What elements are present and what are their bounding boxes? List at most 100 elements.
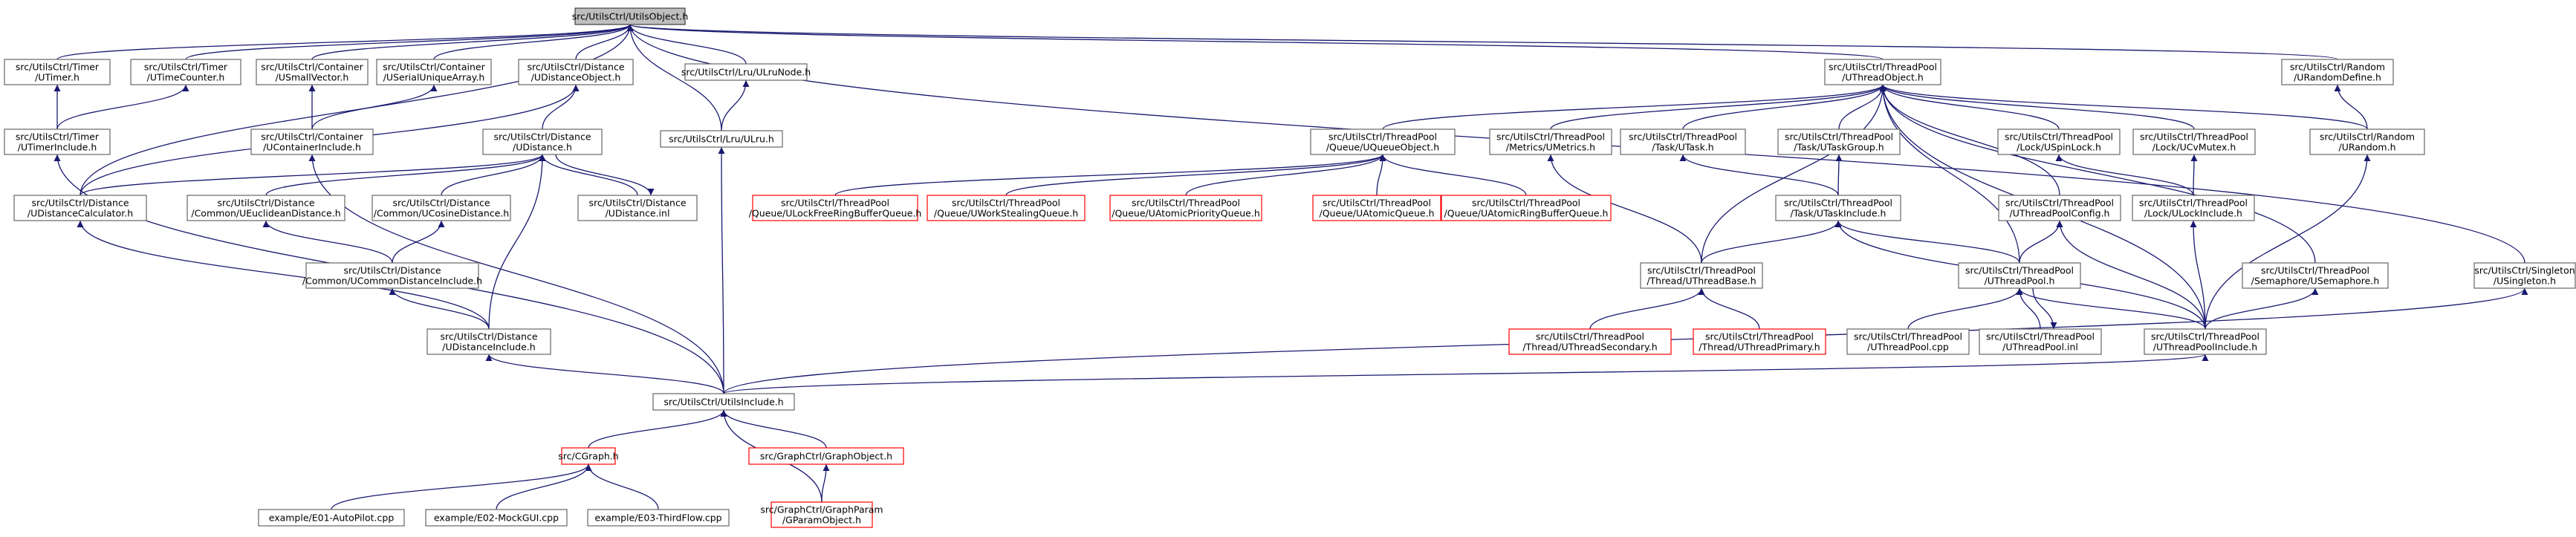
node-distobject[interactable]: src/UtilsCtrl/Distance/UDistanceObject.h [518, 59, 634, 85]
edge-threadpool-to-tpinl [2016, 287, 2041, 330]
node-graphparam-label-0: src/GraphCtrl/GraphParam [760, 504, 883, 515]
node-atomicring[interactable]: src/UtilsCtrl/ThreadPool/Queue/UAtomicRi… [1441, 195, 1612, 221]
node-threadpool-box [1958, 262, 2081, 289]
node-graphparam[interactable]: src/GraphCtrl/GraphParam/GParamObject.h [760, 501, 883, 528]
node-distinl-box [577, 195, 698, 221]
node-commondist[interactable]: src/UtilsCtrl/Distance/Common/UCommonDis… [302, 262, 482, 289]
edge-distinl-to-distance [555, 154, 655, 196]
node-cgraph[interactable]: src/CGraph.h [558, 447, 619, 465]
node-serialarray-box [376, 59, 492, 85]
node-queueobject[interactable]: src/UtilsCtrl/ThreadPool/Queue/UQueueObj… [1310, 128, 1456, 155]
node-lrunode[interactable]: src/UtilsCtrl/Lru/ULruNode.h [681, 63, 811, 81]
edge-tpobject-to-threadbase [1701, 84, 1886, 264]
node-taskinclude[interactable]: src/UtilsCtrl/ThreadPool/Task/UTaskInclu… [1775, 195, 1901, 221]
node-utilsinclude-box [652, 393, 795, 411]
node-distcalc-label-0: src/UtilsCtrl/Distance [31, 198, 129, 209]
node-atomicqueue-label-1: /Queue/UAtomicQueue.h [1320, 208, 1435, 219]
node-utilsinclude[interactable]: src/UtilsCtrl/UtilsInclude.h [652, 393, 795, 411]
node-tpconfig[interactable]: src/UtilsCtrl/ThreadPool/UThreadPoolConf… [1998, 195, 2121, 221]
edge-tpobject-to-tpconfig [1879, 84, 2060, 196]
node-queueobject-box [1310, 128, 1456, 155]
node-atomicqueue[interactable]: src/UtilsCtrl/ThreadPool/Queue/UAtomicQu… [1312, 195, 1441, 221]
node-task-label-0: src/UtilsCtrl/ThreadPool [1629, 131, 1737, 143]
node-atomicpriority[interactable]: src/UtilsCtrl/ThreadPool/Queue/UAtomicPr… [1109, 195, 1262, 221]
node-random[interactable]: src/UtilsCtrl/Random/URandom.h [2309, 128, 2425, 155]
edge-tpobject-to-threadpool [1879, 84, 2020, 264]
node-metrics[interactable]: src/UtilsCtrl/ThreadPool/Metrics/UMetric… [1489, 128, 1612, 155]
node-threadpool[interactable]: src/UtilsCtrl/ThreadPool/UThreadPool.h [1958, 262, 2081, 289]
node-workstealing[interactable]: src/UtilsCtrl/ThreadPool/Queue/UWorkStea… [927, 195, 1086, 221]
node-root[interactable]: src/UtilsCtrl/UtilsObject.h [572, 7, 689, 25]
node-distance[interactable]: src/UtilsCtrl/Distance/UDistance.h [482, 128, 603, 155]
node-threadprimary[interactable]: src/UtilsCtrl/ThreadPool/Thread/UThreadP… [1693, 328, 1826, 355]
edge-euclid-to-commondist [262, 220, 393, 264]
edge-task-to-taskinclude [1679, 154, 1839, 196]
node-distcalc-label-1: /UDistanceCalculator.h [27, 208, 133, 219]
node-cosine[interactable]: src/UtilsCtrl/Distance/Common/UCosineDis… [372, 195, 511, 221]
node-timerinclude-label-0: src/UtilsCtrl/Timer [16, 131, 100, 143]
node-tpobject[interactable]: src/UtilsCtrl/ThreadPool/UThreadObject.h [1824, 59, 1941, 85]
node-tpinclude-box [2144, 328, 2267, 355]
node-e03[interactable]: example/E03-ThirdFlow.cpp [587, 509, 730, 527]
node-e02[interactable]: example/E02-MockGUI.cpp [425, 509, 568, 527]
edge-distcalc-to-distinclude [77, 220, 490, 330]
edge-queueobject-to-workstealing [1005, 154, 1386, 196]
edge-distance-to-euclid [265, 154, 546, 196]
node-timer[interactable]: src/UtilsCtrl/Timer/UTimer.h [4, 59, 111, 85]
edge-graphobject-to-graphparam [821, 463, 830, 503]
node-randomdefine[interactable]: src/UtilsCtrl/Random/URandomDefine.h [2281, 59, 2394, 85]
node-spinlock[interactable]: src/UtilsCtrl/ThreadPool/Lock/USpinLock.… [1997, 128, 2121, 155]
node-threadbase[interactable]: src/UtilsCtrl/ThreadPool/Thread/UThreadB… [1640, 262, 1763, 289]
node-smallvector[interactable]: src/UtilsCtrl/Container/USmallVector.h [256, 59, 369, 85]
edge-randomdefine-to-random [2334, 84, 2368, 130]
node-distinclude[interactable]: src/UtilsCtrl/Distance/UDistanceInclude.… [426, 328, 551, 355]
node-tpconfig-box [1998, 195, 2121, 221]
edge-cgraph-to-e01 [331, 463, 592, 510]
edge-distance-to-distinl [539, 154, 638, 196]
node-distcalc[interactable]: src/UtilsCtrl/Distance/UDistanceCalculat… [13, 195, 147, 221]
node-lockfree-label-1: /Queue/ULockFreeRingBufferQueue.h [749, 208, 922, 219]
node-lockinclude[interactable]: src/UtilsCtrl/ThreadPool/Lock/ULockInclu… [2132, 195, 2255, 221]
node-cvmutex-label-1: /Lock/UCvMutex.h [2152, 142, 2236, 153]
node-lockfree[interactable]: src/UtilsCtrl/ThreadPool/Queue/ULockFree… [749, 195, 922, 221]
edge-threadbase-to-threadprimary [1698, 287, 1760, 330]
node-tpinclude[interactable]: src/UtilsCtrl/ThreadPool/UThreadPoolIncl… [2144, 328, 2267, 355]
node-timecounter[interactable]: src/UtilsCtrl/Timer/UTimeCounter.h [130, 59, 241, 85]
node-task[interactable]: src/UtilsCtrl/ThreadPool/Task/UTask.h [1620, 128, 1746, 155]
node-threadsecondary[interactable]: src/UtilsCtrl/ThreadPool/Thread/UThreadS… [1508, 328, 1672, 355]
node-taskgroup[interactable]: src/UtilsCtrl/ThreadPool/Task/UTaskGroup… [1777, 128, 1901, 155]
node-distinl[interactable]: src/UtilsCtrl/Distance/UDistance.inl [577, 195, 698, 221]
node-singleton[interactable]: src/UtilsCtrl/Singleton/USingleton.h [2473, 262, 2576, 289]
node-containerinclude[interactable]: src/UtilsCtrl/Container/UContainerInclud… [250, 128, 374, 155]
node-distinl-label-0: src/UtilsCtrl/Distance [588, 198, 686, 209]
node-euclid[interactable]: src/UtilsCtrl/Distance/Common/UEuclidean… [186, 195, 345, 221]
node-timerinclude[interactable]: src/UtilsCtrl/Timer/UTimerInclude.h [4, 128, 111, 155]
node-atomicpriority-label-1: /Queue/UAtomicPriorityQueue.h [1112, 208, 1260, 219]
node-distinclude-label-1: /UDistanceInclude.h [442, 342, 535, 353]
edge-semaphore-to-tpinclude [2204, 287, 2319, 330]
edge-cgraph-to-e03 [585, 463, 659, 510]
node-random-label-0: src/UtilsCtrl/Random [2320, 131, 2415, 143]
edge-threadbase-to-threadsecondary [1589, 287, 1705, 330]
node-queueobject-label-0: src/UtilsCtrl/ThreadPool [1328, 131, 1437, 143]
node-serialarray-label-0: src/UtilsCtrl/Container [383, 62, 485, 73]
edge-queueobject-to-lockfree [834, 154, 1386, 196]
node-euclid-label-1: /Common/UEuclideanDistance.h [191, 208, 340, 219]
node-atomicring-box [1441, 195, 1612, 221]
node-taskinclude-label-0: src/UtilsCtrl/ThreadPool [1784, 198, 1892, 209]
node-lru[interactable]: src/UtilsCtrl/Lru/ULru.h [660, 130, 783, 148]
node-taskgroup-box [1777, 128, 1901, 155]
node-serialarray[interactable]: src/UtilsCtrl/Container/USerialUniqueArr… [376, 59, 492, 85]
node-tpconfig-label-1: /UThreadPoolConfig.h [2010, 208, 2110, 219]
node-semaphore[interactable]: src/UtilsCtrl/ThreadPool/Semaphore/USema… [2242, 262, 2389, 289]
node-taskinclude-box [1775, 195, 1901, 221]
edge-root-to-lrunode [626, 24, 747, 65]
node-timecounter-label-1: /UTimeCounter.h [147, 72, 225, 83]
node-taskgroup-label-0: src/UtilsCtrl/ThreadPool [1785, 131, 1893, 143]
node-tpinl[interactable]: src/UtilsCtrl/ThreadPool/UThreadPool.inl [1979, 328, 2102, 355]
node-tpcpp[interactable]: src/UtilsCtrl/ThreadPool/UThreadPool.cpp [1846, 328, 1970, 355]
node-randomdefine-box [2281, 59, 2394, 85]
node-cvmutex[interactable]: src/UtilsCtrl/ThreadPool/Lock/UCvMutex.h [2132, 128, 2256, 155]
node-e01[interactable]: example/E01-AutoPilot.cpp [258, 509, 405, 527]
node-graphobject[interactable]: src/GraphCtrl/GraphObject.h [748, 447, 904, 465]
